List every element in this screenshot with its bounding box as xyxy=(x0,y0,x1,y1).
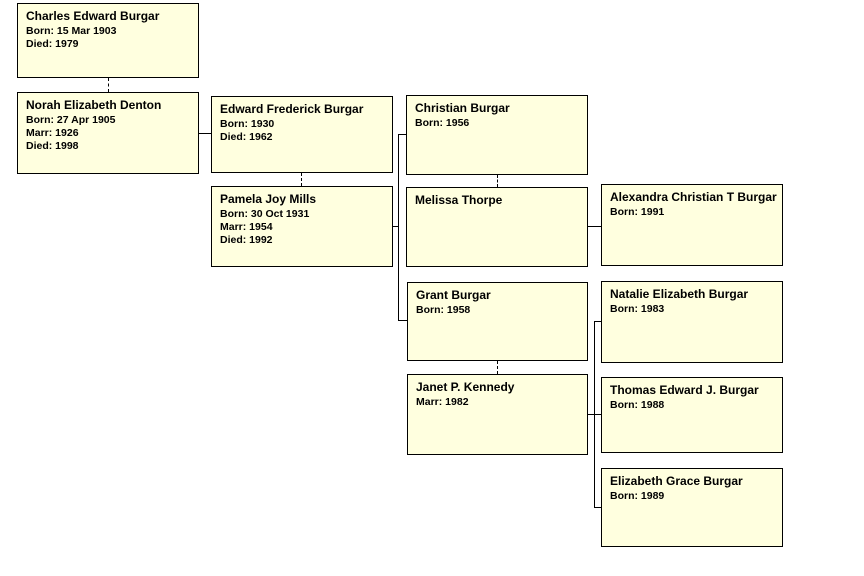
person-box-alexandra-christian-t-burgar[interactable]: Alexandra Christian T Burgar Born: 1991 xyxy=(601,184,783,266)
person-detail: Marr: 1954 xyxy=(220,221,273,233)
person-box-norah-elizabeth-denton[interactable]: Norah Elizabeth Denton Born: 27 Apr 1905… xyxy=(17,92,199,174)
person-box-grant-burgar[interactable]: Grant Burgar Born: 1958 xyxy=(407,282,588,361)
person-detail: Died: 1992 xyxy=(220,234,273,246)
child-connector-stub-pamela xyxy=(393,226,399,227)
person-detail: Died: 1979 xyxy=(26,38,79,50)
child-connector-trunk-edward-pamela xyxy=(398,134,399,321)
marriage-connector-grant-janet xyxy=(497,361,498,374)
marriage-connector-christian-melissa xyxy=(497,175,498,187)
person-box-thomas-edward-j-burgar[interactable]: Thomas Edward J. Burgar Born: 1988 xyxy=(601,377,783,453)
person-detail: Born: 27 Apr 1905 xyxy=(26,114,116,126)
person-name: Thomas Edward J. Burgar xyxy=(610,383,759,397)
person-box-melissa-thorpe[interactable]: Melissa Thorpe xyxy=(406,187,588,267)
child-connector-to-christian xyxy=(398,134,406,135)
person-detail: Died: 1998 xyxy=(26,140,79,152)
person-name: Natalie Elizabeth Burgar xyxy=(610,287,749,301)
person-name: Melissa Thorpe xyxy=(415,193,503,207)
person-box-elizabeth-grace-burgar[interactable]: Elizabeth Grace Burgar Born: 1989 xyxy=(601,468,783,547)
person-detail: Born: 1930 xyxy=(220,118,275,130)
person-name: Janet P. Kennedy xyxy=(416,380,515,394)
person-box-janet-p-kennedy[interactable]: Janet P. Kennedy Marr: 1982 xyxy=(407,374,588,455)
person-name: Norah Elizabeth Denton xyxy=(26,98,162,112)
child-connector-to-grant xyxy=(398,320,407,321)
person-detail: Marr: 1982 xyxy=(416,396,469,408)
child-connector-trunk-grant-janet xyxy=(594,321,595,508)
child-connector-to-edward xyxy=(199,133,211,134)
person-detail: Born: 1958 xyxy=(416,304,471,316)
person-detail: Born: 1956 xyxy=(415,117,470,129)
marriage-connector-edward-pamela xyxy=(301,173,302,186)
person-detail: Marr: 1926 xyxy=(26,127,79,139)
child-connector-to-natalie xyxy=(594,321,601,322)
person-box-edward-frederick-burgar[interactable]: Edward Frederick Burgar Born: 1930 Died:… xyxy=(211,96,393,173)
child-connector-to-elizabeth xyxy=(594,507,601,508)
child-connector-to-alexandra xyxy=(588,226,601,227)
person-detail: Born: 15 Mar 1903 xyxy=(26,25,117,37)
marriage-connector-charles-norah xyxy=(108,78,109,92)
person-detail: Born: 1983 xyxy=(610,303,665,315)
person-name: Elizabeth Grace Burgar xyxy=(610,474,743,488)
person-name: Charles Edward Burgar xyxy=(26,9,160,23)
person-name: Grant Burgar xyxy=(416,288,491,302)
person-name: Pamela Joy Mills xyxy=(220,192,317,206)
person-name: Christian Burgar xyxy=(415,101,510,115)
person-detail: Born: 30 Oct 1931 xyxy=(220,208,310,220)
person-detail: Born: 1988 xyxy=(610,399,665,411)
person-name: Alexandra Christian T Burgar xyxy=(610,190,777,204)
person-name: Edward Frederick Burgar xyxy=(220,102,364,116)
person-box-christian-burgar[interactable]: Christian Burgar Born: 1956 xyxy=(406,95,588,175)
person-detail: Died: 1962 xyxy=(220,131,273,143)
person-box-charles-edward-burgar[interactable]: Charles Edward Burgar Born: 15 Mar 1903 … xyxy=(17,3,199,78)
person-detail: Born: 1991 xyxy=(610,206,665,218)
person-box-pamela-joy-mills[interactable]: Pamela Joy Mills Born: 30 Oct 1931 Marr:… xyxy=(211,186,393,267)
person-detail: Born: 1989 xyxy=(610,490,665,502)
person-box-natalie-elizabeth-burgar[interactable]: Natalie Elizabeth Burgar Born: 1983 xyxy=(601,281,783,363)
